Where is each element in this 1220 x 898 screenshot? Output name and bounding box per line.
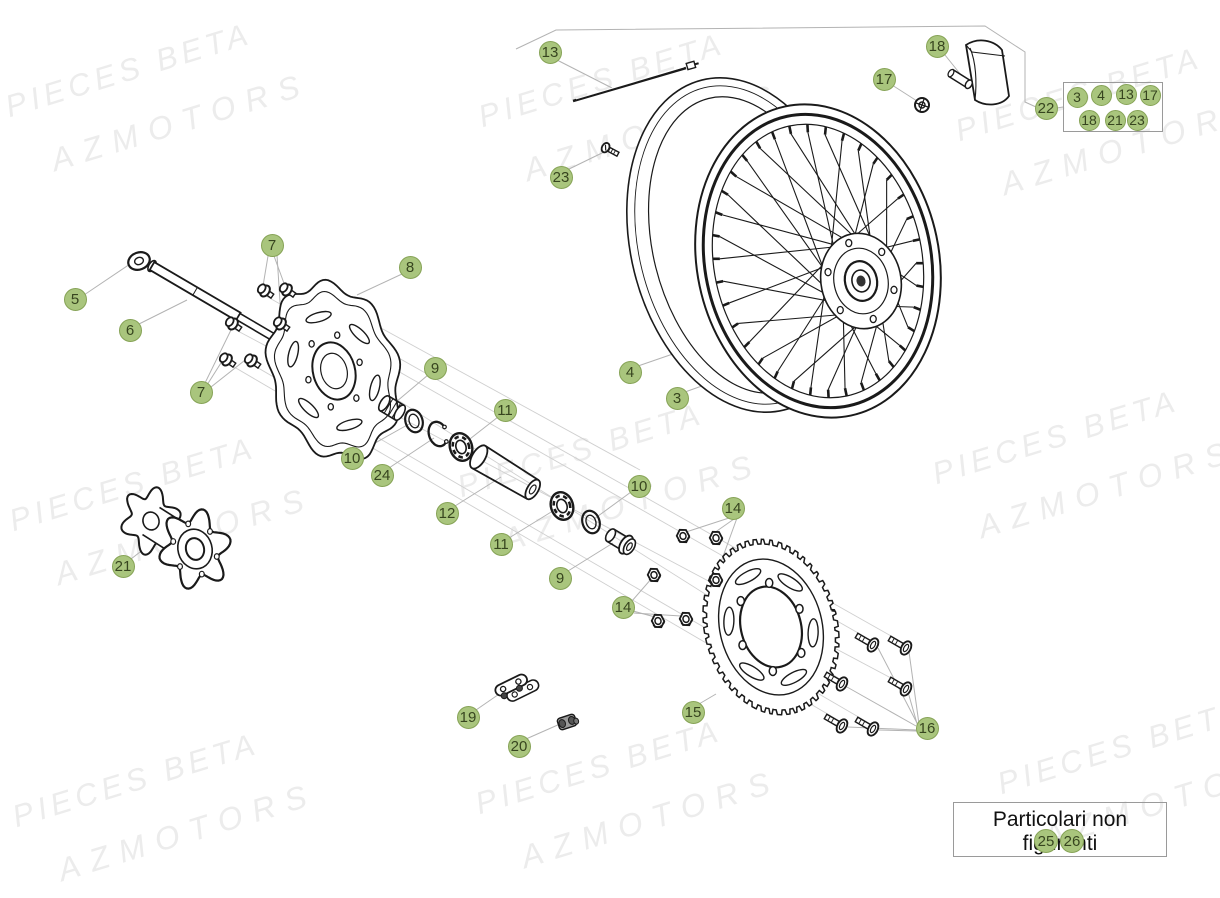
callout-9: 9 xyxy=(549,567,572,590)
callout-18: 18 xyxy=(1079,110,1100,131)
callout-15: 15 xyxy=(682,701,705,724)
callout-5: 5 xyxy=(64,288,87,311)
callout-22: 22 xyxy=(1035,97,1058,120)
callout-10: 10 xyxy=(341,447,364,470)
callout-20: 20 xyxy=(508,735,531,758)
callout-14: 14 xyxy=(722,497,745,520)
callout-10: 10 xyxy=(628,475,651,498)
callout-4: 4 xyxy=(1091,85,1112,106)
callout-14: 14 xyxy=(612,596,635,619)
callout-21: 21 xyxy=(112,555,135,578)
callout-24: 24 xyxy=(371,464,394,487)
callout-layer: Particolari non figuranti 13 23 18 17 22 7 8 5 6… xyxy=(0,0,1220,866)
not-shown-box: Particolari non figuranti xyxy=(953,802,1167,857)
callout-16: 16 xyxy=(916,717,939,740)
callout-18: 18 xyxy=(926,35,949,58)
not-shown-title: Particolari non figuranti xyxy=(954,808,1166,856)
callout-13: 13 xyxy=(539,41,562,64)
callout-12: 12 xyxy=(436,502,459,525)
callout-4: 4 xyxy=(619,361,642,384)
callout-7: 7 xyxy=(190,381,213,404)
callout-8: 8 xyxy=(399,256,422,279)
callout-9: 9 xyxy=(424,357,447,380)
callout-3: 3 xyxy=(1067,87,1088,108)
parts-diagram-page: { "watermark": { "line1": "PIECES BETA",… xyxy=(0,0,1220,866)
callout-23: 23 xyxy=(550,166,573,189)
callout-3: 3 xyxy=(666,387,689,410)
callout-26: 26 xyxy=(1060,829,1084,853)
callout-17: 17 xyxy=(873,68,896,91)
callout-23: 23 xyxy=(1127,110,1148,131)
callout-17: 17 xyxy=(1140,85,1161,106)
callout-13: 13 xyxy=(1116,84,1137,105)
callout-7: 7 xyxy=(261,234,284,257)
callout-21: 21 xyxy=(1105,110,1126,131)
callout-6: 6 xyxy=(119,319,142,342)
callout-11: 11 xyxy=(490,533,513,556)
callout-25: 25 xyxy=(1034,829,1058,853)
callout-11: 11 xyxy=(494,399,517,422)
callout-19: 19 xyxy=(457,706,480,729)
